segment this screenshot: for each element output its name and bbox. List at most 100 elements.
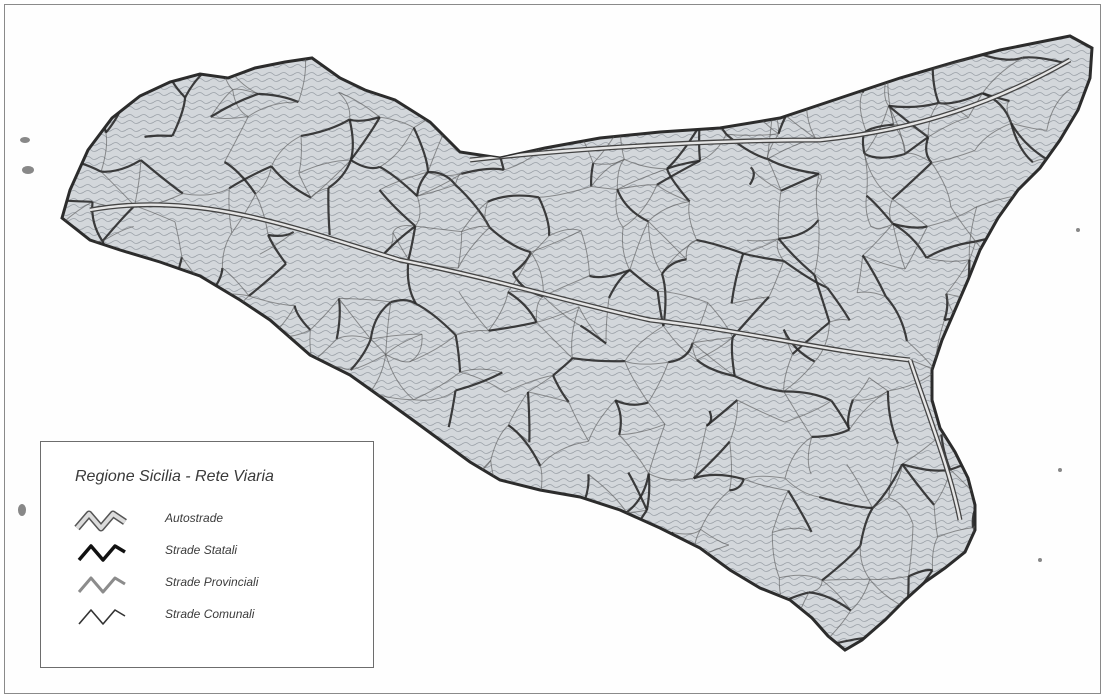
minor-road xyxy=(743,478,789,492)
major-road xyxy=(258,92,299,104)
minor-road xyxy=(586,60,619,98)
major-road xyxy=(986,407,1027,432)
minor-road xyxy=(771,490,789,533)
minor-road xyxy=(210,89,234,118)
major-road xyxy=(925,240,976,259)
minor-road xyxy=(527,374,554,393)
major-road xyxy=(783,260,828,289)
minor-road xyxy=(255,166,272,195)
minor-road xyxy=(106,321,134,366)
major-road xyxy=(379,165,419,197)
minor-road xyxy=(454,173,462,185)
major-road xyxy=(62,367,71,407)
minor-road xyxy=(548,228,581,237)
major-road xyxy=(62,293,90,310)
major-road xyxy=(350,159,381,170)
minor-road xyxy=(771,532,780,578)
minor-road xyxy=(815,173,820,221)
major-road xyxy=(407,225,417,260)
minor-road xyxy=(182,187,230,196)
major-road xyxy=(818,495,873,510)
minor-road xyxy=(174,221,183,258)
autostrada-road-inner xyxy=(89,203,911,362)
major-road xyxy=(693,473,745,481)
minor-road xyxy=(1018,298,1047,321)
minor-road xyxy=(370,333,423,340)
major-road xyxy=(377,540,383,561)
offshore-islands xyxy=(18,137,1080,562)
minor-road xyxy=(256,391,297,396)
major-road xyxy=(1017,263,1061,300)
major-road xyxy=(526,391,531,443)
minor-road xyxy=(570,114,624,119)
minor-road xyxy=(931,150,975,164)
major-road xyxy=(986,597,1030,611)
minor-road xyxy=(614,630,647,643)
major-road xyxy=(629,269,659,293)
minor-road xyxy=(455,329,489,336)
minor-road xyxy=(869,575,909,580)
minor-road xyxy=(935,370,972,408)
minor-road xyxy=(102,356,106,403)
major-road xyxy=(1010,123,1034,164)
major-road xyxy=(454,334,462,373)
minor-road xyxy=(426,84,449,125)
major-road xyxy=(692,440,731,480)
minor-road xyxy=(591,186,618,190)
minor-road xyxy=(872,497,889,509)
minor-road xyxy=(413,390,456,401)
major-road xyxy=(101,159,142,173)
major-road xyxy=(449,600,475,642)
major-road xyxy=(808,591,852,612)
minor-road xyxy=(633,575,651,603)
autostrada-road-inner xyxy=(469,58,1071,162)
major-road xyxy=(625,473,650,514)
minor-road xyxy=(588,399,616,442)
minor-road xyxy=(709,592,728,615)
major-road xyxy=(826,286,851,321)
major-road xyxy=(171,97,187,137)
minor-road xyxy=(707,302,734,338)
strade-statali-symbol-icon xyxy=(77,544,126,562)
minor-road xyxy=(185,390,195,439)
legend-label-autostrade: Autostrade xyxy=(165,511,224,525)
minor-road xyxy=(630,572,673,607)
major-road xyxy=(861,254,887,298)
major-road xyxy=(614,399,649,406)
minor-road xyxy=(336,335,371,340)
minor-road xyxy=(986,579,1020,599)
major-road xyxy=(537,196,551,236)
legend-item-strade-provinciali: Strade Provinciali xyxy=(71,570,351,596)
minor-road xyxy=(1018,579,1030,610)
minor-road xyxy=(379,171,429,191)
minor-road xyxy=(747,238,779,242)
major-road xyxy=(871,463,904,509)
major-road xyxy=(428,477,459,502)
minor-road xyxy=(413,500,430,548)
minor-road xyxy=(496,576,507,614)
minor-road xyxy=(692,302,709,343)
minor-road xyxy=(784,477,820,498)
minor-road xyxy=(588,473,627,513)
minor-road xyxy=(88,53,100,85)
strade-provinciali-symbol-icon xyxy=(77,576,126,594)
minor-road xyxy=(1013,472,1065,492)
minor-road xyxy=(908,524,914,577)
minor-road xyxy=(62,201,93,236)
minor-road xyxy=(729,441,732,491)
minor-road xyxy=(372,51,386,88)
minor-road xyxy=(385,302,392,355)
major-road xyxy=(349,338,372,371)
minor-road xyxy=(210,116,249,119)
major-road xyxy=(865,123,894,133)
minor-road xyxy=(971,406,1027,412)
major-road xyxy=(666,125,701,170)
major-road xyxy=(223,161,257,195)
minor-road xyxy=(672,605,727,616)
major-road xyxy=(608,269,631,299)
major-road xyxy=(792,627,821,649)
major-road xyxy=(665,168,691,203)
major-road xyxy=(144,134,173,138)
minor-road xyxy=(1028,609,1072,616)
minor-road xyxy=(408,579,426,598)
